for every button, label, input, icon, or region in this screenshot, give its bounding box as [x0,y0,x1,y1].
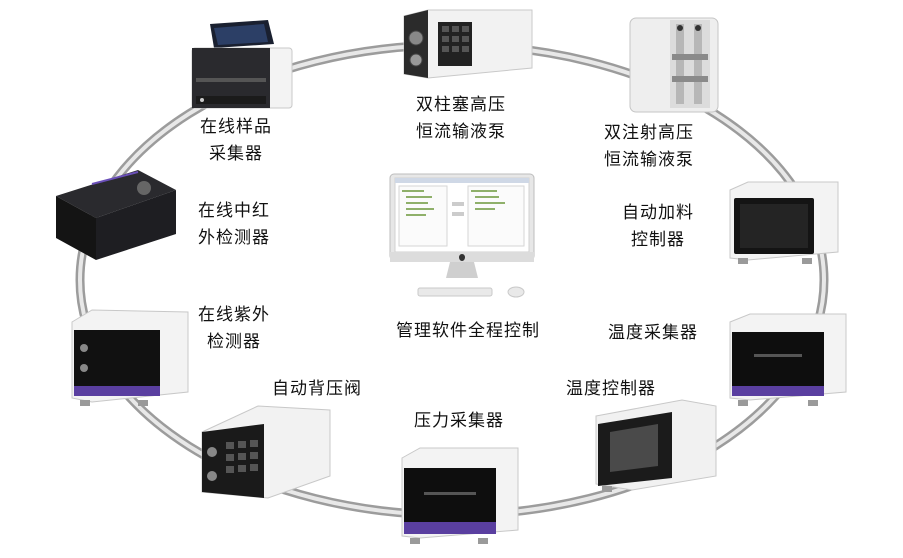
uv-detector-device-image [71,309,189,406]
auto-feed-controller-device-image [729,181,839,264]
label-sampler: 在线样品采集器 [200,117,272,164]
label-dual-syringe-pump: 双注射高压恒流输液泵 [604,123,694,170]
label-temp-controller: 温度控制器 [566,379,656,399]
label-temp-collector: 温度采集器 [608,323,698,343]
label-dual-piston-pump: 双柱塞高压恒流输液泵 [416,95,506,142]
temp-controller-device-image [595,399,717,492]
dual-syringe-pump-device-image [629,17,719,113]
label-auto-feed-controller: 自动加料控制器 [622,203,694,250]
back-pressure-valve-device-image [201,405,331,499]
temp-collector-device-image [729,313,847,406]
label-pressure-collector: 压力采集器 [414,411,504,431]
management-computer-image [389,173,535,298]
dual-piston-pump-device-image [403,9,533,79]
label-uv-detector: 在线紫外检测器 [198,305,270,352]
pressure-collector-device-image [401,447,519,544]
label-back-pressure-valve: 自动背压阀 [272,379,362,399]
sampler-device-image [191,20,293,109]
label-management-software: 管理软件全程控制 [396,321,540,341]
label-ir-detector: 在线中红外检测器 [198,201,270,248]
ir-detector-device-image [56,170,176,260]
